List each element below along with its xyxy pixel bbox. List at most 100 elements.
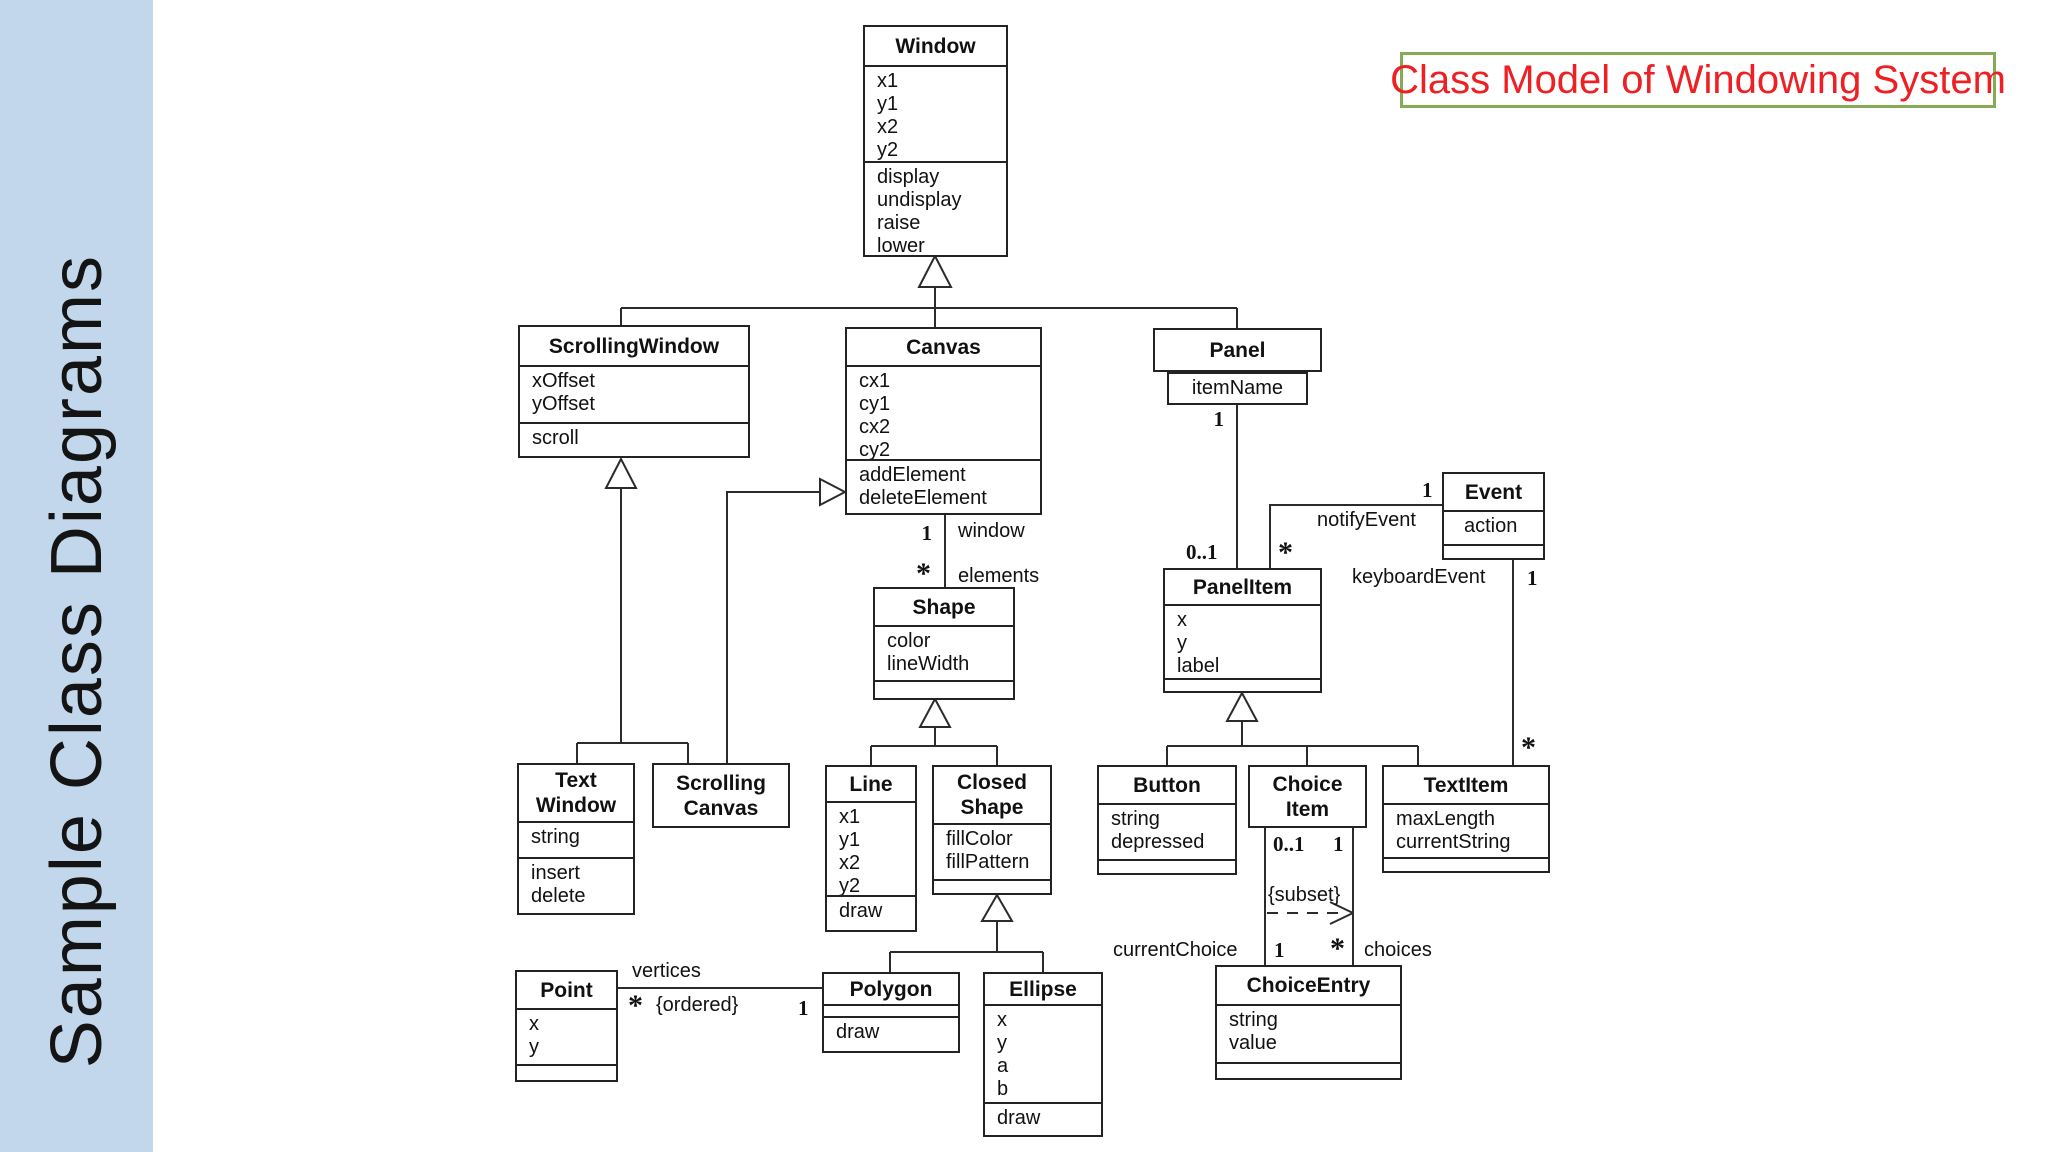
attributes-compartment: color lineWidth: [875, 625, 1013, 680]
class-title: Window: [895, 34, 976, 58]
multiplicity-keyboardevent-event: 1: [1527, 566, 1538, 590]
attributes-compartment: x1 y1 x2 y2: [827, 801, 915, 895]
attribute-row: value: [1229, 1032, 1277, 1054]
class-textwindow: Text Window string insert delete: [517, 763, 635, 915]
operation-row: draw: [839, 900, 883, 922]
operation-row: display: [877, 166, 940, 188]
attribute-row: x: [1177, 609, 1187, 631]
role-keyboardevent: keyboardEvent: [1352, 566, 1486, 588]
class-choiceitem: Choice Item: [1248, 765, 1367, 828]
role-elements: elements: [958, 565, 1040, 587]
attributes-compartment-empty: [824, 1004, 958, 1016]
generalization-triangle-window: [917, 253, 953, 288]
operation-row: draw: [997, 1107, 1041, 1129]
operation-row: scroll: [532, 427, 579, 449]
role-window: window: [958, 520, 1025, 542]
multiplicity-keyboardevent-textitem: *: [1521, 731, 1536, 764]
class-title: Button: [1133, 773, 1201, 797]
generalization-triangle-closedshape: [980, 892, 1014, 922]
attribute-row: maxLength: [1396, 808, 1495, 830]
attribute-row: a: [997, 1055, 1009, 1077]
attribute-row: b: [997, 1078, 1009, 1100]
attribute-row: action: [1464, 515, 1518, 537]
operations-compartment: draw: [824, 1016, 958, 1051]
diagram-title-box: Class Model of Windowing System: [1390, 52, 2006, 108]
attribute-row: fillPattern: [946, 851, 1030, 873]
attribute-row: currentString: [1396, 831, 1511, 853]
attribute-row: string: [1111, 808, 1160, 830]
attributes-compartment: itemName: [1169, 374, 1306, 403]
class-canvas: Canvas cx1 cy1 cx2 cy2 addElement delete…: [845, 327, 1042, 515]
attribute-row: depressed: [1111, 831, 1205, 853]
class-button: Button string depressed: [1097, 765, 1237, 875]
class-title: Line: [849, 772, 893, 796]
attributes-compartment: fillColor fillPattern: [934, 823, 1050, 879]
class-polygon: Polygon draw: [822, 972, 960, 1053]
operation-row: addElement: [859, 464, 966, 486]
attributes-compartment: x y a b: [985, 1004, 1101, 1102]
operations-compartment: insert delete: [519, 857, 633, 913]
class-title: Polygon: [849, 977, 933, 1001]
attribute-row: y: [997, 1032, 1007, 1054]
class-scrollingwindow: ScrollingWindow xOffset yOffset scroll: [518, 325, 750, 458]
operations-compartment: display undisplay raise lower: [865, 161, 1006, 255]
class-title: Scrolling Canvas: [676, 771, 766, 820]
attributes-compartment: maxLength currentString: [1384, 803, 1548, 857]
class-closedshape: Closed Shape fillColor fillPattern: [932, 765, 1052, 895]
multiplicity-shape-end: *: [916, 557, 931, 590]
class-panel: Panel: [1153, 328, 1322, 372]
generalization-line-scrollingcanvas-canvas: [726, 491, 821, 763]
attribute-row: y2: [839, 875, 861, 895]
class-panel-attributes: itemName: [1167, 372, 1308, 405]
attribute-row: lineWidth: [887, 653, 970, 675]
operation-row: lower: [877, 235, 925, 255]
class-title: Choice Item: [1272, 772, 1343, 821]
multiplicity-currentchoice-bottom: 1: [1274, 938, 1285, 962]
attribute-row: yOffset: [532, 393, 595, 415]
class-title: Canvas: [906, 335, 981, 359]
operations-compartment-empty: [1217, 1062, 1400, 1078]
operations-compartment: scroll: [520, 422, 748, 456]
attributes-compartment: cx1 cy1 cx2 cy2: [847, 365, 1040, 459]
multiplicity-panel-end: 1: [1213, 407, 1225, 431]
attribute-row: cy1: [859, 393, 891, 415]
operations-compartment-empty: [1444, 544, 1543, 558]
attributes-compartment: x1 y1 x2 y2: [865, 65, 1006, 161]
class-title: ScrollingWindow: [548, 334, 720, 358]
class-line: Line x1 y1 x2 y2 draw: [825, 765, 917, 932]
attribute-row: label: [1177, 655, 1220, 677]
attribute-row: color: [887, 630, 931, 652]
generalization-triangle-panelitem: [1225, 690, 1259, 722]
class-title: ChoiceEntry: [1246, 974, 1371, 997]
attribute-row: y2: [877, 139, 899, 161]
class-scrollingcanvas: Scrolling Canvas: [652, 763, 790, 828]
sidebar: Sample Class Diagrams: [0, 0, 153, 1152]
association-notifyevent: [1269, 504, 1442, 568]
attribute-row: cy2: [859, 439, 891, 459]
generalization-triangle-scrollingwindow: [604, 456, 638, 489]
attribute-row: y1: [839, 829, 861, 851]
attribute-row: x1: [877, 70, 899, 92]
operation-row: draw: [836, 1021, 880, 1043]
operations-compartment-empty: [1165, 678, 1320, 691]
class-title: Shape: [912, 595, 976, 619]
attribute-row: itemName: [1191, 377, 1284, 399]
role-choices: choices: [1364, 939, 1432, 961]
constraint-subset: {subset}: [1268, 884, 1341, 906]
attribute-row: string: [531, 826, 580, 848]
operation-row: insert: [531, 862, 580, 884]
attribute-row: string: [1229, 1009, 1278, 1031]
class-point: Point x y: [515, 970, 618, 1082]
multiplicity-vertices-polygon: 1: [798, 996, 809, 1020]
class-shape: Shape color lineWidth: [873, 587, 1015, 700]
multiplicity-panelitem-end: 0..1: [1186, 540, 1218, 564]
class-ellipse: Ellipse x y a b draw: [983, 972, 1103, 1137]
class-panelitem: PanelItem x y label: [1163, 568, 1322, 693]
multiplicity-currentchoice-top: 0..1: [1273, 832, 1305, 856]
generalization-bus-panelitem: [1166, 721, 1419, 765]
multiplicity-notifyevent-event: 1: [1422, 478, 1433, 502]
role-currentchoice: currentChoice: [1113, 939, 1238, 961]
attribute-row: y1: [877, 93, 899, 115]
multiplicity-vertices-point: *: [628, 989, 643, 1022]
